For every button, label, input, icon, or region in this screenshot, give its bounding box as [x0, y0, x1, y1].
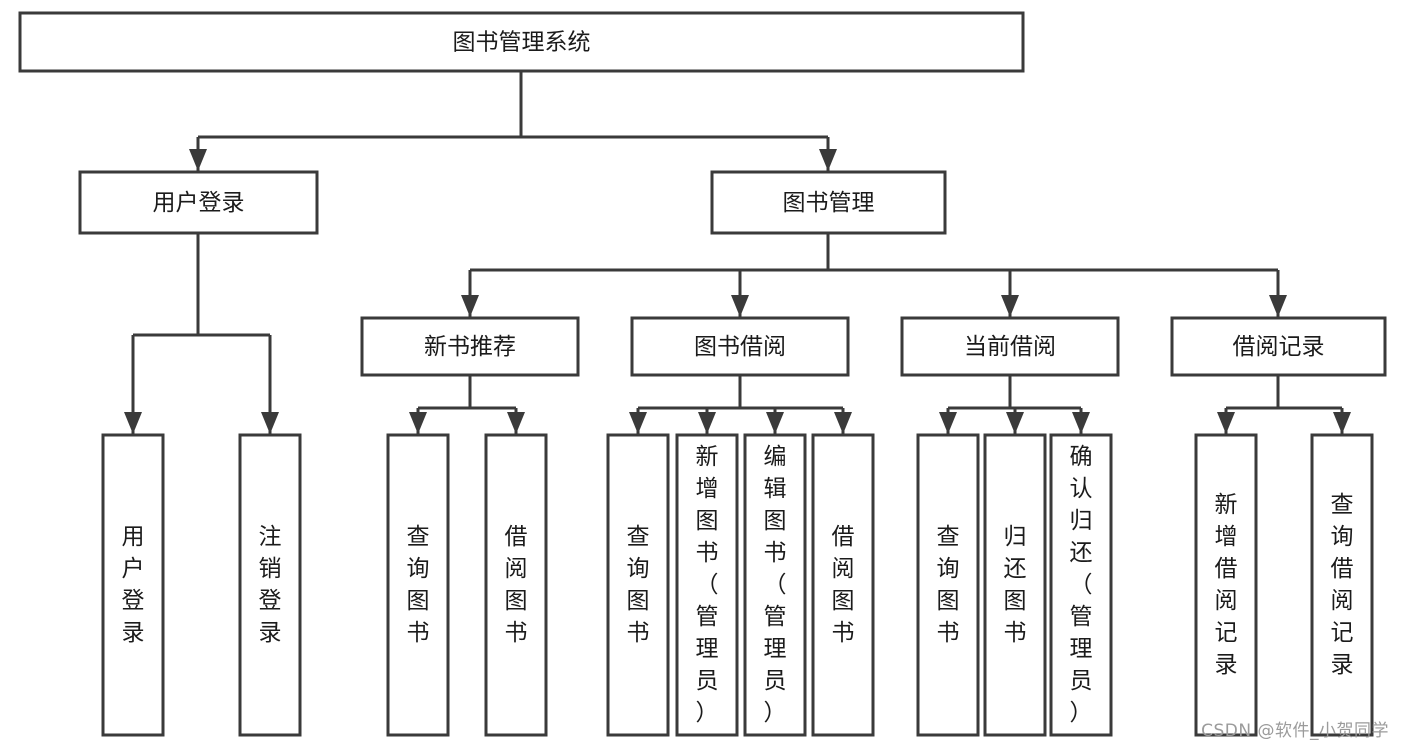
level2-node-1-label: 图书管理	[783, 190, 875, 216]
level3-node-0-box[interactable]	[360, 316, 580, 377]
arrow-head-icon	[261, 412, 279, 434]
leaf-node-0[interactable]: 用户登录	[101, 433, 165, 737]
arrow-head-icon	[834, 412, 852, 434]
level3-node-0[interactable]: 新书推荐	[360, 316, 580, 377]
leaf-node-5-box[interactable]	[675, 433, 739, 737]
leaf-node-7[interactable]: 借阅图书	[811, 433, 875, 737]
leaf-node-8-box[interactable]	[916, 433, 980, 737]
arrow-head-icon	[819, 149, 837, 171]
arrow-head-icon	[409, 412, 427, 434]
level2-node-1[interactable]: 图书管理	[710, 170, 947, 235]
leaf-node-4-box[interactable]	[606, 433, 670, 737]
leaf-node-1-label: 注销登录	[259, 524, 282, 646]
leaf-node-9[interactable]: 归还图书	[983, 433, 1047, 737]
root-node-图书管理系统[interactable]: 图书管理系统	[18, 11, 1025, 73]
arrow-head-icon	[1269, 295, 1287, 317]
leaf-node-10-label: 确认归还（管理员）	[1070, 444, 1093, 726]
leaf-node-10[interactable]: 确认归还（管理员）	[1049, 433, 1113, 737]
leaf-node-2-label: 查询图书	[407, 524, 430, 646]
arrow-head-icon	[766, 412, 784, 434]
level3-node-3[interactable]: 借阅记录	[1170, 316, 1387, 377]
leaf-node-12-label: 查询借阅记录	[1331, 492, 1354, 678]
level3-node-0-label: 新书推荐	[424, 334, 516, 360]
arrow-head-icon	[1001, 295, 1019, 317]
leaf-node-6[interactable]: 编辑图书（管理员）	[743, 433, 807, 737]
leaf-node-5-label: 新增图书（管理员）	[696, 444, 719, 726]
arrow-head-icon	[939, 412, 957, 434]
level3-node-2-box[interactable]	[900, 316, 1120, 377]
leaf-node-1-box[interactable]	[238, 433, 302, 737]
leaf-node-8-label: 查询图书	[937, 524, 960, 646]
level3-node-3-label: 借阅记录	[1233, 334, 1325, 360]
level2-node-0-label: 用户登录	[153, 190, 245, 216]
leaf-node-6-label: 编辑图书（管理员）	[764, 444, 787, 726]
leaf-node-0-label: 用户登录	[122, 524, 145, 646]
arrow-head-icon	[507, 412, 525, 434]
leaf-node-2-box[interactable]	[386, 433, 450, 737]
leaf-node-3[interactable]: 借阅图书	[484, 433, 548, 737]
leaf-node-6-box[interactable]	[743, 433, 807, 737]
root-node-图书管理系统-box[interactable]	[18, 11, 1025, 73]
leaf-node-9-label: 归还图书	[1004, 524, 1027, 646]
leaf-node-11-label: 新增借阅记录	[1215, 492, 1238, 678]
leaf-node-12[interactable]: 查询借阅记录	[1310, 433, 1374, 737]
leaf-node-11-box[interactable]	[1194, 433, 1258, 737]
leaf-node-10-box[interactable]	[1049, 433, 1113, 737]
leaf-node-1[interactable]: 注销登录	[238, 433, 302, 737]
arrow-head-icon	[461, 295, 479, 317]
leaf-node-8[interactable]: 查询图书	[916, 433, 980, 737]
arrow-head-icon	[731, 295, 749, 317]
arrow-head-icon	[189, 149, 207, 171]
leaf-node-9-box[interactable]	[983, 433, 1047, 737]
level3-node-2-label: 当前借阅	[964, 334, 1056, 360]
leaf-node-5[interactable]: 新增图书（管理员）	[675, 433, 739, 737]
leaf-node-3-label: 借阅图书	[505, 524, 528, 646]
level3-node-1[interactable]: 图书借阅	[630, 316, 850, 377]
level2-node-0-box[interactable]	[78, 170, 319, 235]
level2-node-0[interactable]: 用户登录	[78, 170, 319, 235]
arrow-head-icon	[1333, 412, 1351, 434]
connectors-layer	[124, 71, 1351, 434]
arrow-head-icon	[124, 412, 142, 434]
leaf-node-4-label: 查询图书	[627, 524, 650, 646]
arrow-head-icon	[629, 412, 647, 434]
arrow-head-icon	[698, 412, 716, 434]
level3-node-1-label: 图书借阅	[694, 334, 786, 360]
leaf-node-12-box[interactable]	[1310, 433, 1374, 737]
nodes-layer: 图书管理系统用户登录图书管理新书推荐图书借阅当前借阅借阅记录用户登录注销登录查询…	[18, 11, 1387, 737]
level3-node-2[interactable]: 当前借阅	[900, 316, 1120, 377]
level2-node-1-box[interactable]	[710, 170, 947, 235]
leaf-node-7-label: 借阅图书	[832, 524, 855, 646]
arrow-head-icon	[1072, 412, 1090, 434]
leaf-node-4[interactable]: 查询图书	[606, 433, 670, 737]
level3-node-1-box[interactable]	[630, 316, 850, 377]
root-node-图书管理系统-label: 图书管理系统	[453, 30, 591, 56]
arrow-head-icon	[1006, 412, 1024, 434]
leaf-node-0-box[interactable]	[101, 433, 165, 737]
leaf-node-7-box[interactable]	[811, 433, 875, 737]
leaf-node-3-box[interactable]	[484, 433, 548, 737]
arrow-head-icon	[1217, 412, 1235, 434]
leaf-node-2[interactable]: 查询图书	[386, 433, 450, 737]
leaf-node-11[interactable]: 新增借阅记录	[1194, 433, 1258, 737]
level3-node-3-box[interactable]	[1170, 316, 1387, 377]
